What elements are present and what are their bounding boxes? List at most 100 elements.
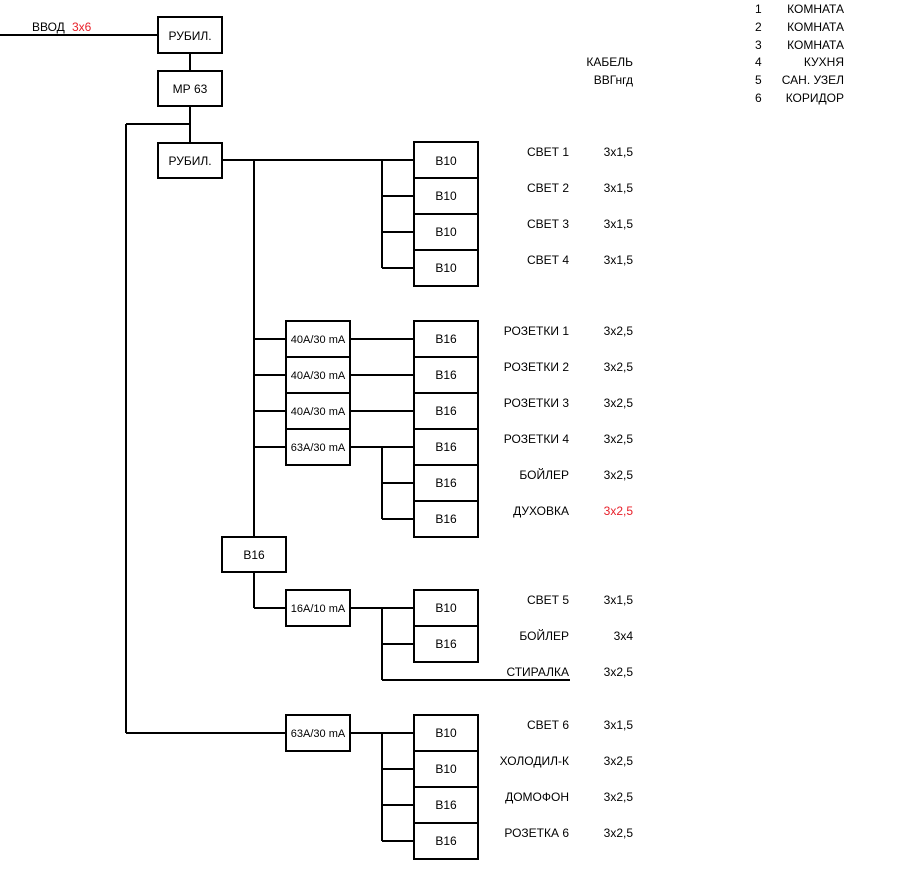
breaker[interactable]: B16 xyxy=(413,786,479,824)
legend-name: САН. УЗЕЛ xyxy=(782,73,844,87)
rcd[interactable]: 16А/10 mA xyxy=(285,589,351,627)
circuit-cable: 3х4 xyxy=(614,629,634,643)
legend-num: 2 xyxy=(755,20,762,34)
circuit-cable: 3х1,5 xyxy=(604,217,634,231)
circuit-name: ДОМОФОН xyxy=(505,790,569,804)
breaker-label: B10 xyxy=(435,726,457,740)
circuit-cable: 3х2,5 xyxy=(604,665,634,679)
input-label: ВВОД xyxy=(32,20,65,34)
legend-num: 5 xyxy=(755,73,762,87)
circuit-name: ХОЛОДИЛ-К xyxy=(500,754,569,768)
circuit-name: СВЕТ 1 xyxy=(527,145,569,159)
legend-name: КОРИДОР xyxy=(786,91,844,105)
breaker[interactable]: B16 xyxy=(413,822,479,860)
legend-num: 1 xyxy=(755,2,762,16)
rcd[interactable]: 40А/30 mA xyxy=(285,356,351,394)
breaker-label: B16 xyxy=(243,548,265,562)
circuit-cable: 3х2,5 xyxy=(604,324,634,338)
breaker-label: B10 xyxy=(435,601,457,615)
breaker-label: B16 xyxy=(435,512,457,526)
voltage-relay-label: МР 63 xyxy=(173,82,208,96)
breaker[interactable]: B16 xyxy=(413,625,479,663)
breaker-label: B10 xyxy=(435,225,457,239)
breaker-label: B16 xyxy=(435,637,457,651)
breaker-label: B16 xyxy=(435,332,457,346)
circuit-name: БОЙЛЕР xyxy=(519,628,569,643)
circuit-cable: 3х1,5 xyxy=(604,145,634,159)
breaker[interactable]: B16 xyxy=(413,392,479,430)
circuit-name: ДУХОВКА xyxy=(513,504,569,518)
main-switch-2[interactable]: РУБИЛ. xyxy=(157,142,223,179)
breaker-label: B16 xyxy=(435,834,457,848)
breaker[interactable]: B16 xyxy=(413,320,479,358)
breaker[interactable]: B10 xyxy=(413,213,479,251)
input-cable: 3х6 xyxy=(72,20,92,34)
circuit-cable: 3х1,5 xyxy=(604,253,634,267)
group-breaker[interactable]: B16 xyxy=(221,536,287,573)
legend-name: КОМНАТА xyxy=(787,20,844,34)
breaker-label: B10 xyxy=(435,189,457,203)
room-legend: 1 КОМНАТА 2 КОМНАТА 3 КОМНАТА 4 КУХНЯ 5 … xyxy=(755,2,844,105)
rcd[interactable]: 63А/30 mA xyxy=(285,428,351,466)
rcd[interactable]: 40А/30 mA xyxy=(285,392,351,430)
circuit-name: СВЕТ 6 xyxy=(527,718,569,732)
circuit-name: СВЕТ 4 xyxy=(527,253,569,267)
voltage-relay[interactable]: МР 63 xyxy=(157,70,223,107)
circuit-name: СВЕТ 3 xyxy=(527,217,569,231)
breaker-label: B10 xyxy=(435,261,457,275)
breaker[interactable]: B16 xyxy=(413,464,479,502)
circuit-cable: 3х1,5 xyxy=(604,718,634,732)
main-switch-2-label: РУБИЛ. xyxy=(168,154,211,168)
breaker[interactable]: B16 xyxy=(413,500,479,538)
breaker[interactable]: B10 xyxy=(413,177,479,215)
circuit-name: РОЗЕТКИ 1 xyxy=(504,324,570,338)
circuit-cable-highlighted: 3х2,5 xyxy=(604,504,634,518)
circuit-name: РОЗЕТКИ 2 xyxy=(504,360,570,374)
breaker[interactable]: B10 xyxy=(413,750,479,788)
breaker[interactable]: B10 xyxy=(413,249,479,287)
rcd[interactable]: 63А/30 mA xyxy=(285,714,351,752)
legend-name: КУХНЯ xyxy=(804,55,844,69)
breaker[interactable]: B16 xyxy=(413,428,479,466)
breaker[interactable]: B10 xyxy=(413,714,479,752)
circuit-cable: 3х2,5 xyxy=(604,432,634,446)
corridor-group: 63А/30 mA B10 B10 B16 B16 СВЕТ 6 3х1,5 Х… xyxy=(285,714,634,860)
legend-name: КОМНАТА xyxy=(787,38,844,52)
rcd-label: 40А/30 mA xyxy=(291,406,346,418)
circuit-name: СВЕТ 5 xyxy=(527,593,569,607)
wiring xyxy=(0,34,570,842)
breaker-label: B16 xyxy=(435,440,457,454)
circuit-cable: 3х2,5 xyxy=(604,754,634,768)
circuit-name: РОЗЕТКИ 4 xyxy=(504,432,570,446)
circuit-cable: 3х2,5 xyxy=(604,396,634,410)
circuit-cable: 3х2,5 xyxy=(604,468,634,482)
breaker-label: B16 xyxy=(435,476,457,490)
breaker-label: B16 xyxy=(435,368,457,382)
main-switch-top[interactable]: РУБИЛ. xyxy=(157,16,223,54)
breaker-label: B16 xyxy=(435,798,457,812)
rcd-label: 40А/30 mA xyxy=(291,334,346,346)
breaker-label: B16 xyxy=(435,404,457,418)
rcd-label: 63А/30 mA xyxy=(291,728,346,740)
bath-group: B16 16А/10 mA B10 B16 СВЕТ 5 3х1,5 БОЙЛЕ… xyxy=(221,536,634,679)
breaker[interactable]: B16 xyxy=(413,356,479,394)
rcd-label: 63А/30 mA xyxy=(291,442,346,454)
circuit-name: РОЗЕТКИ 3 xyxy=(504,396,570,410)
breaker[interactable]: B10 xyxy=(413,589,479,627)
circuit-cable: 3х2,5 xyxy=(604,360,634,374)
legend-num: 4 xyxy=(755,55,762,69)
circuit-cable: 3х2,5 xyxy=(604,826,634,840)
circuit-name: БОЙЛЕР xyxy=(519,467,569,482)
cable-header-label: КАБЕЛЬ xyxy=(586,55,633,69)
breaker[interactable]: B10 xyxy=(413,141,479,179)
rcd-label: 40А/30 mA xyxy=(291,370,346,382)
legend-name: КОМНАТА xyxy=(787,2,844,16)
rcd-group: 40А/30 mA 40А/30 mA 40А/30 mA 63А/30 mA … xyxy=(285,320,634,538)
rcd[interactable]: 40А/30 mA xyxy=(285,320,351,358)
main-switch-top-label: РУБИЛ. xyxy=(168,29,211,43)
circuit-cable: 3х1,5 xyxy=(604,181,634,195)
circuit-cable: 3х1,5 xyxy=(604,593,634,607)
breaker-label: B10 xyxy=(435,762,457,776)
circuit-cable: 3х2,5 xyxy=(604,790,634,804)
